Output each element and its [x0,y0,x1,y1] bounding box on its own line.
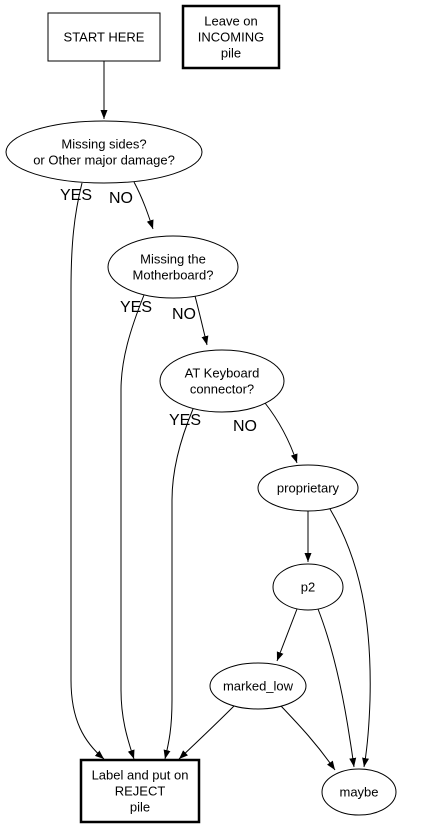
node-label-line: maybe [339,785,378,800]
node-proprietary: proprietary [257,464,359,512]
node-label-line: INCOMING [198,30,264,45]
edge-missing-sides-to-missing-mobo [133,181,154,230]
node-start: START HERE [47,12,161,62]
edge-p2-to-maybe [317,608,357,768]
node-maybe: maybe [321,768,397,816]
edge-label-no: NO [233,418,257,435]
node-shape-ellipse [321,768,397,816]
node-shape-bold-box [79,758,201,824]
edges-layer [70,61,371,771]
node-shape-ellipse [257,464,359,512]
node-label-line: Label and put on [92,768,189,783]
node-label-line: p2 [301,580,315,595]
edge-marked-low-to-maybe [280,705,336,771]
node-label-line: pile [221,46,241,61]
node-label-line: Missing the [140,252,206,267]
edge-label-yes: YES [169,412,201,429]
node-shape-ellipse [159,349,285,413]
node-label-line: AT Keyboard [185,366,260,381]
edge-at-keyboard-to-reject [163,408,194,760]
edge-missing-mobo-to-at-keyboard [194,295,209,346]
node-label-line: or Other major damage? [33,153,175,168]
node-shape-ellipse [272,563,344,611]
edge-missing-sides-to-reject [70,182,105,760]
edge-labels-layer: YES NO YES NO YES NO [60,187,257,435]
node-marked-low: marked_low [209,662,307,710]
node-label-line: Leave on [204,14,258,29]
node-label-line: proprietary [277,481,340,496]
edge-label-yes: YES [120,299,152,316]
node-p2: p2 [272,563,344,611]
node-missing-sides: Missing sides?or Other major damage? [5,120,203,184]
node-label-line: REJECT [115,784,166,799]
node-label-line: START HERE [64,30,145,45]
edge-label-no: NO [172,306,196,323]
node-shape-bold-box [181,4,281,70]
edge-marked-low-to-reject [178,705,235,760]
node-shape-box [47,12,161,62]
node-label-line: connector? [190,382,254,397]
node-shape-ellipse [209,662,307,710]
node-label-line: Motherboard? [133,268,214,283]
edge-missing-mobo-to-reject [120,294,145,760]
node-label-line: pile [130,800,150,815]
node-shape-ellipse [5,120,203,184]
edge-proprietary-to-maybe [329,508,371,768]
edge-label-yes: YES [60,187,92,204]
node-shape-ellipse [107,235,239,299]
node-label-line: Missing sides? [61,137,146,152]
node-label-line: marked_low [223,679,294,694]
edge-at-keyboard-to-proprietary [264,402,298,464]
edge-label-no: NO [109,190,133,207]
edge-p2-to-marked-low [276,608,298,662]
